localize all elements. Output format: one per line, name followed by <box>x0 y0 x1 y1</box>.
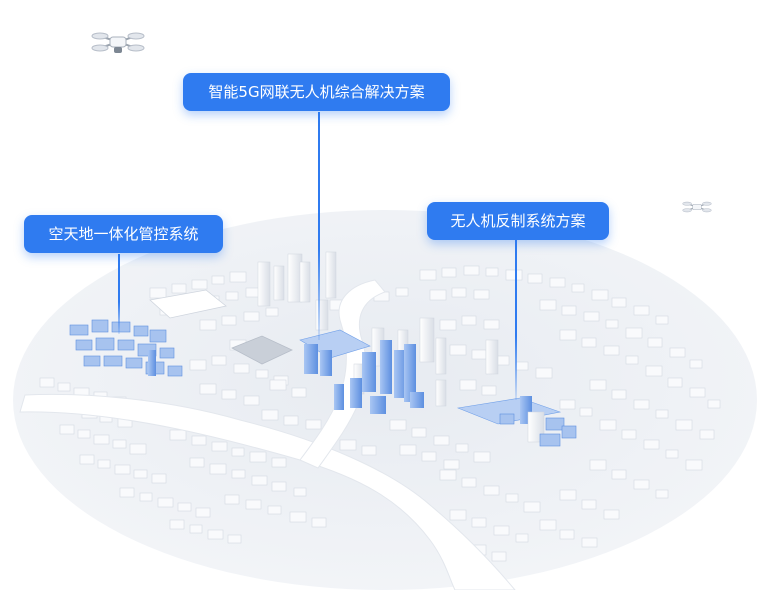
highlight-district-center <box>299 329 424 414</box>
building-field <box>39 265 721 562</box>
drone-icon <box>91 32 145 53</box>
leader-line-5g <box>318 112 320 340</box>
callout-air-space-ground-system[interactable]: 空天地一体化管控系统 <box>24 215 223 253</box>
highlight-tower-left <box>148 350 156 376</box>
drone-icon <box>682 201 712 213</box>
river-main <box>19 393 516 590</box>
leader-line-counter-drone <box>515 240 517 400</box>
plaza-2 <box>149 289 227 319</box>
callout-counter-drone-solution[interactable]: 无人机反制系统方案 <box>427 202 609 240</box>
leader-line-air-space-ground <box>118 254 120 334</box>
plaza <box>231 335 293 365</box>
highlight-district-right <box>456 396 577 447</box>
callout-5g-drone-solution[interactable]: 智能5G网联无人机综合解决方案 <box>183 73 450 111</box>
